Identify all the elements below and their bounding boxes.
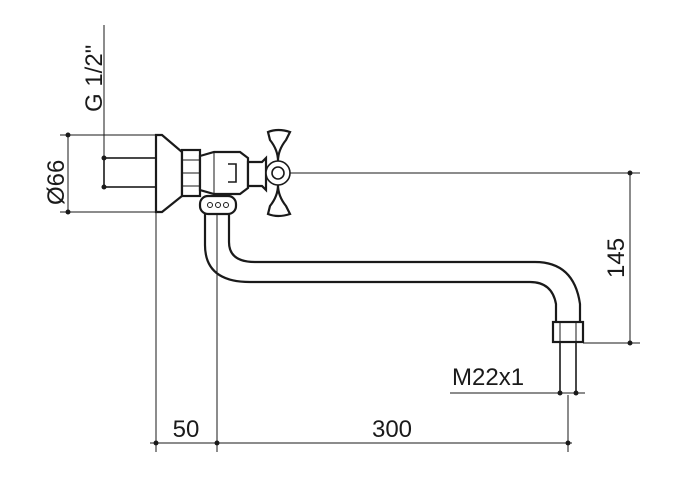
spout-tip <box>551 320 585 395</box>
label-thread-inlet: G 1/2" <box>81 45 108 112</box>
swivel-joint <box>198 194 238 216</box>
label-outlet-thread: M22x1 <box>452 364 524 391</box>
label-height-offset: 145 <box>603 238 630 278</box>
dimension-outlet-thread: M22x1 <box>450 364 585 396</box>
cross-handle <box>266 128 292 218</box>
dimension-horizontal: 50 300 <box>150 212 572 452</box>
label-wall-offset: 50 <box>173 416 200 443</box>
hex-nut <box>180 148 202 198</box>
dimension-height-offset: 145 <box>290 170 640 346</box>
valve-body <box>198 150 291 196</box>
label-flange-diameter: Ø66 <box>43 160 70 205</box>
wall-flange <box>103 133 184 214</box>
label-spout-length: 300 <box>372 416 412 443</box>
dimension-flange-diameter: Ø66 <box>43 132 156 215</box>
dimension-thread-inlet: G 1/2" <box>81 25 108 190</box>
spout-pipe <box>203 214 582 322</box>
